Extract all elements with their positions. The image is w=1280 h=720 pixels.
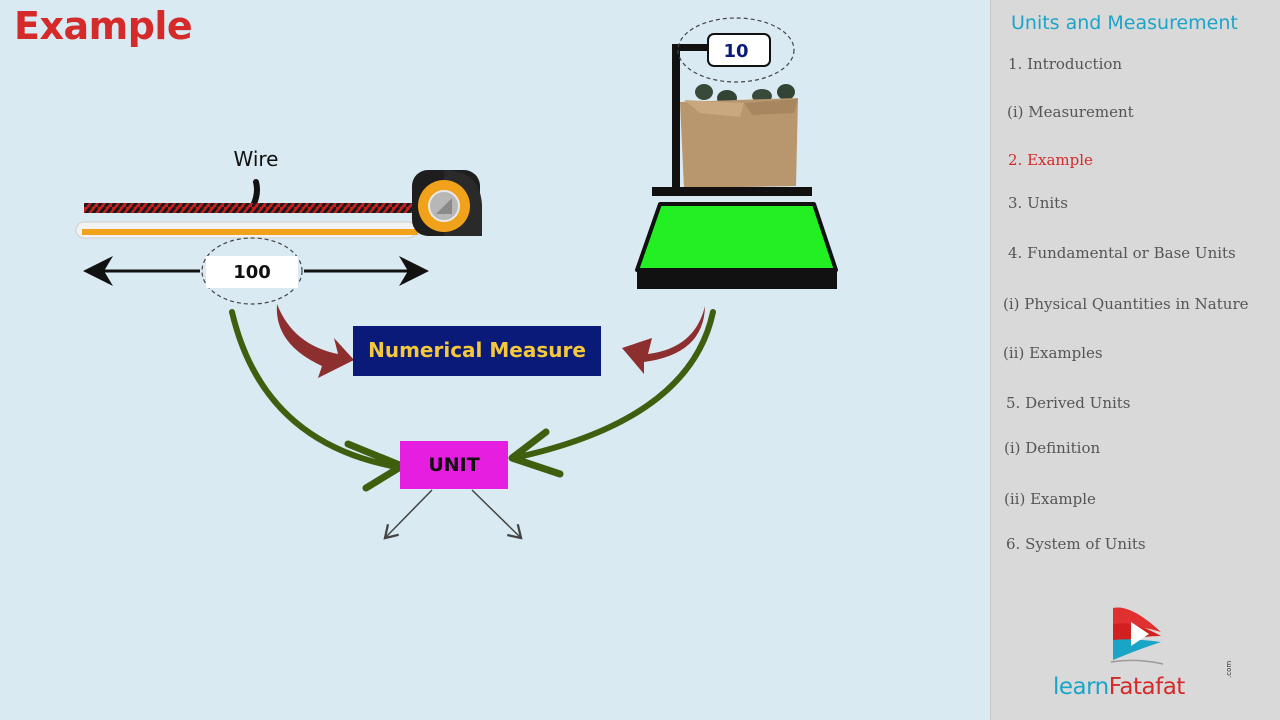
unit-label: UNIT: [428, 454, 479, 476]
toc-item-example-derived[interactable]: (ii) Example: [1004, 490, 1096, 508]
length-value: 100: [233, 262, 271, 283]
branch-arrow-left: [383, 489, 433, 540]
wire-pointer: [250, 179, 260, 209]
sidebar-title: Units and Measurement: [1011, 12, 1238, 34]
branch-arrow-right: [471, 489, 523, 540]
toc-item-system-of-units[interactable]: 6. System of Units: [1006, 535, 1146, 553]
slide-title: Example: [14, 4, 193, 48]
measuring-tape-icon: [412, 170, 482, 236]
wire-label: Wire: [234, 147, 279, 171]
sidebar-toc: Units and Measurement 1. Introduction (i…: [990, 0, 1280, 720]
red-arrow-left: [276, 304, 354, 378]
unit-box: [400, 441, 508, 489]
green-arrow-left: [229, 309, 395, 469]
toc-item-physical-quantities[interactable]: (i) Physical Quantities in Nature: [1003, 295, 1249, 313]
toc-item-introduction[interactable]: 1. Introduction: [1008, 55, 1123, 73]
green-arrow-right: [511, 309, 716, 461]
slide-canvas: Example Wire: [14, 4, 838, 540]
logo-suffix: .com: [1225, 660, 1233, 678]
toc-item-examples[interactable]: (ii) Examples: [1003, 344, 1103, 362]
diagram: Wire 100: [75, 17, 838, 540]
learnfatafat-logo-icon: [1110, 607, 1164, 665]
toc-item-measurement[interactable]: (i) Measurement: [1007, 103, 1134, 121]
toc-item-units[interactable]: 3. Units: [1008, 194, 1068, 212]
weighing-scale-icon: [635, 44, 838, 289]
toc-item-derived-units[interactable]: 5. Derived Units: [1006, 394, 1131, 412]
toc-item-definition[interactable]: (i) Definition: [1004, 439, 1101, 457]
logo-text: learnFatafat: [1053, 674, 1185, 700]
numerical-measure-label: Numerical Measure: [368, 338, 586, 362]
toc-item-example[interactable]: 2. Example: [1008, 151, 1093, 169]
scale-reading: 10: [723, 41, 748, 62]
numerical-measure-box: [353, 326, 601, 376]
wire-and-tape: [75, 203, 418, 239]
red-arrow-right: [622, 306, 705, 374]
toc-item-fundamental-units[interactable]: 4. Fundamental or Base Units: [1008, 244, 1236, 262]
